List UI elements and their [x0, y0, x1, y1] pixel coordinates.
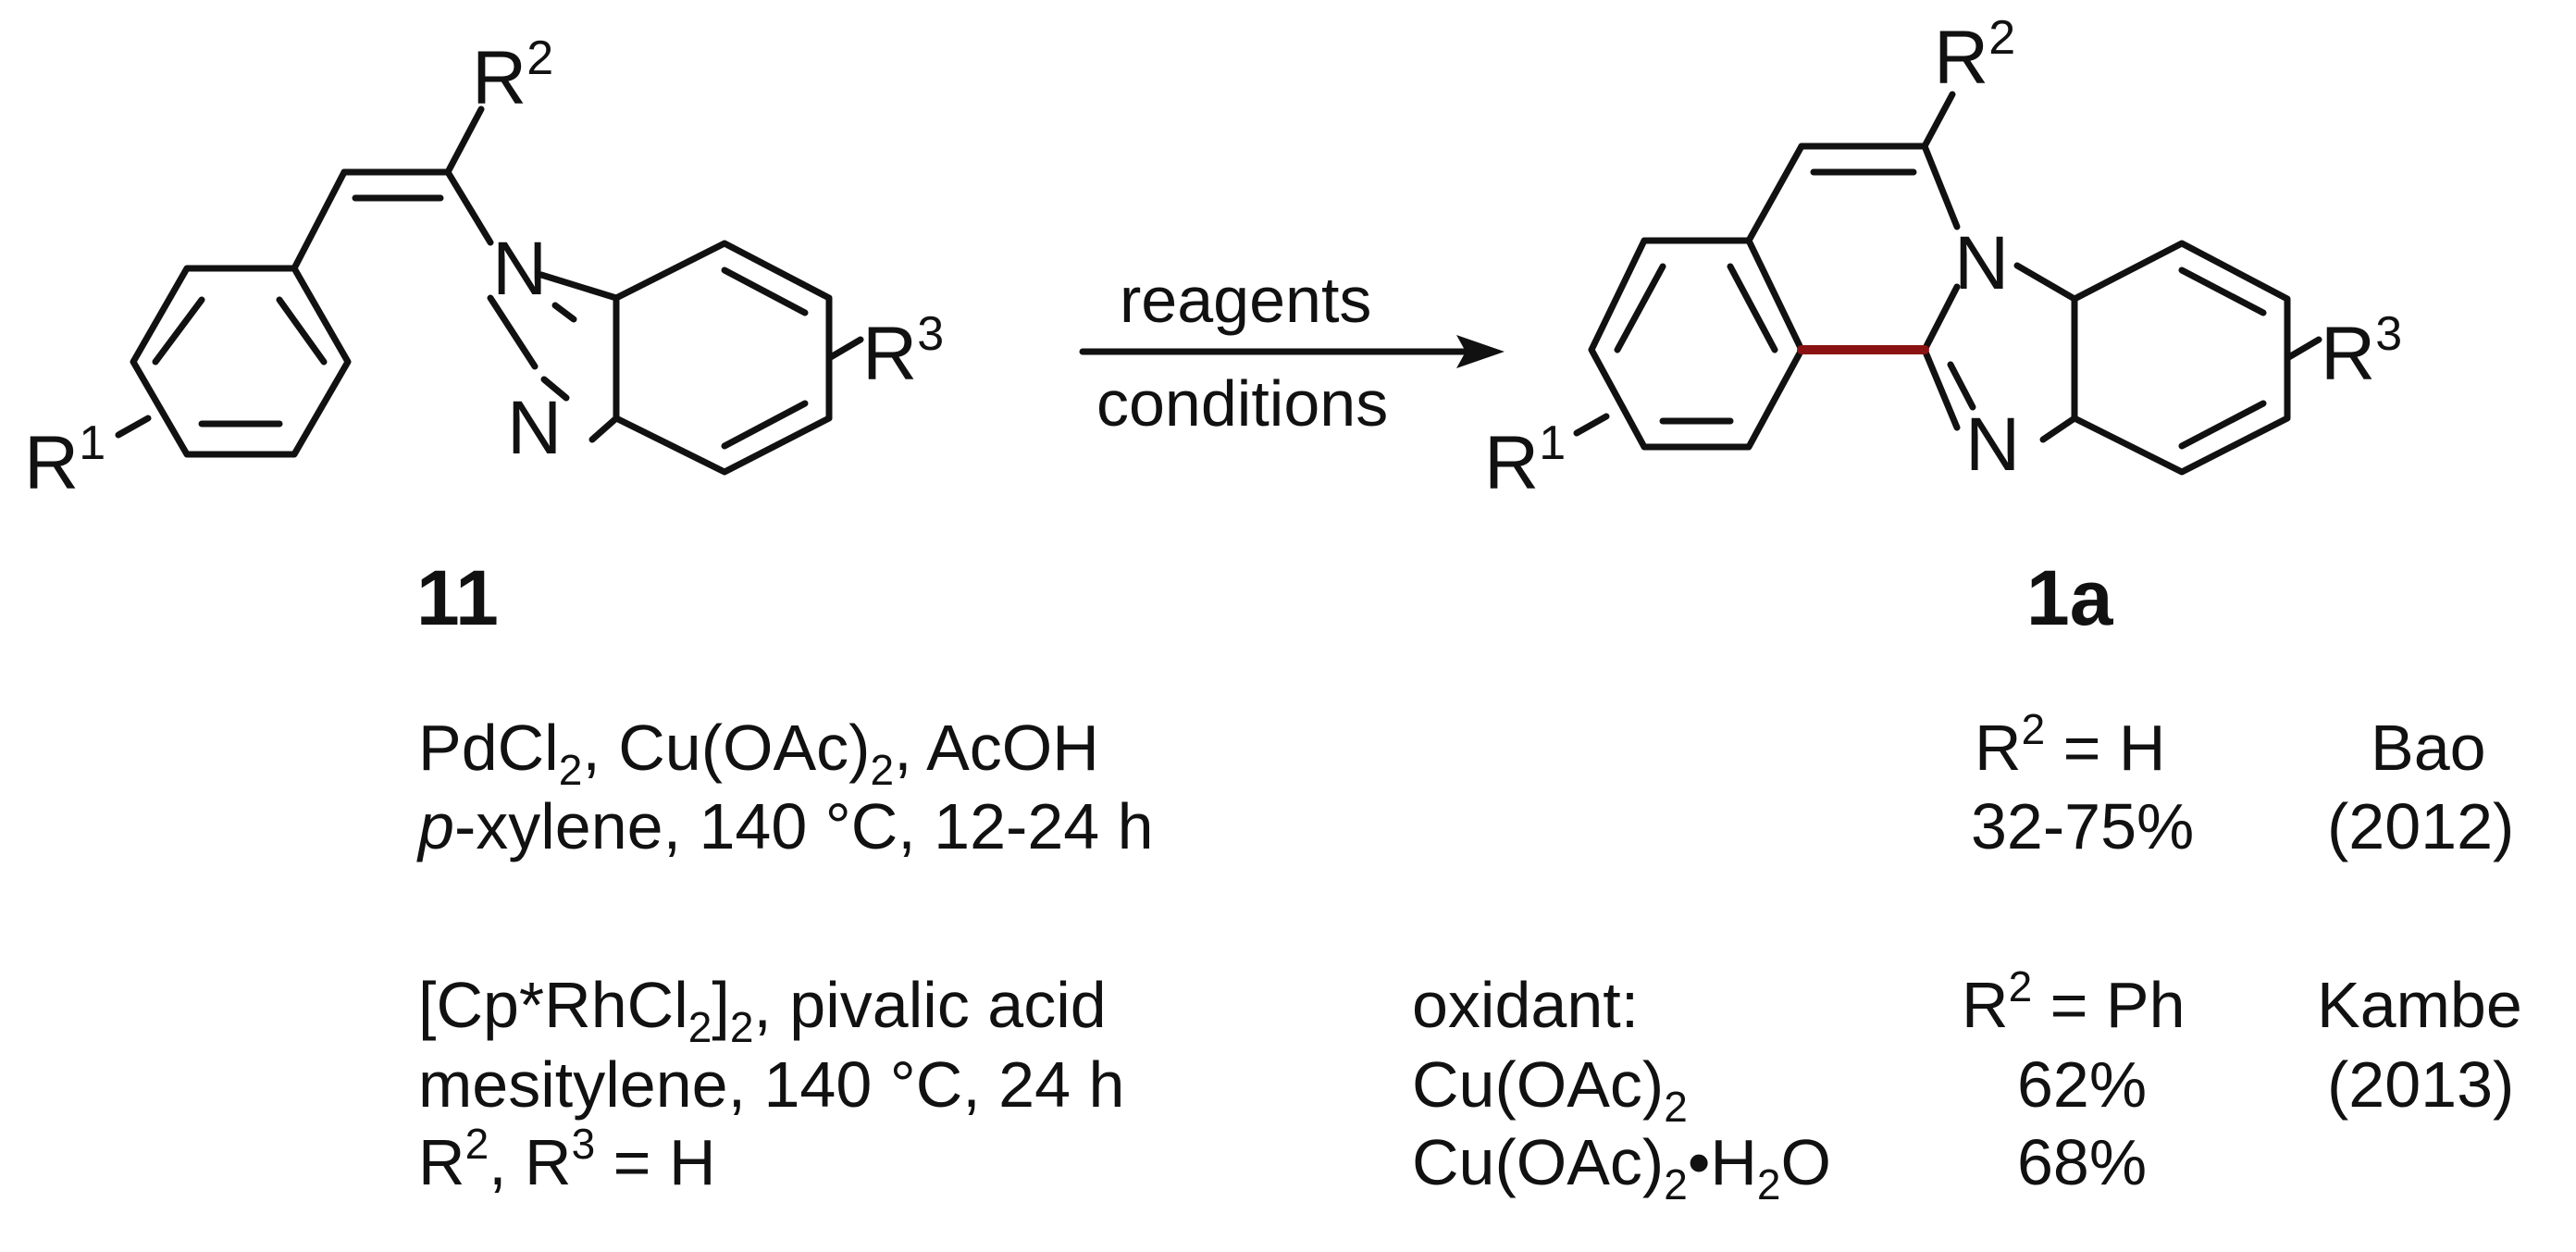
oxidant-1: Cu(OAc)2 — [1412, 1048, 1688, 1131]
product-structure — [1573, 91, 2322, 476]
start-r1-bond — [115, 415, 152, 439]
starting-material-structure — [130, 105, 864, 476]
product-n-top-label: N — [1954, 221, 2009, 305]
bao-author: Bao — [2371, 712, 2486, 784]
kambe-yield-1: 62% — [2017, 1048, 2147, 1121]
start-r1-label: R1 — [24, 416, 105, 505]
reaction-arrow-head — [1456, 335, 1505, 368]
oxidant-label: oxidant: — [1412, 969, 1639, 1041]
start-n3-label: N — [507, 386, 562, 470]
bao-year: (2012) — [2327, 790, 2514, 862]
kambe-substituents: R2, R3 = H — [418, 1120, 716, 1198]
kambe-reagents: [Cp*RhCl2]2, pivalic acid — [418, 969, 1107, 1051]
product-r1-label: R1 — [1484, 416, 1566, 505]
oxidant-2: Cu(OAc)2•H2O — [1412, 1126, 1831, 1209]
kambe-author: Kambe — [2317, 969, 2522, 1041]
bao-reagents: PdCl2, Cu(OAc)2, AcOH — [418, 712, 1099, 794]
start-r3-label: R3 — [862, 307, 944, 396]
bao-yield: 32-75% — [1971, 790, 2194, 862]
product-r2-label: R2 — [1934, 11, 2015, 100]
kambe-year: (2013) — [2327, 1048, 2514, 1121]
product-compound-id: 1a — [2026, 554, 2114, 641]
start-n1-label: N — [492, 227, 547, 311]
bao-conditions: p-xylene, 140 °C, 12-24 h — [416, 790, 1154, 862]
kambe-conditions: mesitylene, 140 °C, 24 h — [418, 1048, 1124, 1121]
product-r3-label: R3 — [2321, 307, 2402, 396]
kambe-r2: R2 = Ph — [1962, 962, 2186, 1041]
conditions-label: conditions — [1096, 367, 1388, 440]
product-n-bottom-label: N — [1965, 403, 2020, 487]
kambe-yield-2: 68% — [2017, 1126, 2147, 1198]
bao-r2: R2 = H — [1975, 705, 2165, 784]
start-compound-id: 11 — [416, 554, 499, 641]
start-r2-label: R2 — [472, 31, 553, 120]
reagents-label: reagents — [1120, 264, 1371, 336]
